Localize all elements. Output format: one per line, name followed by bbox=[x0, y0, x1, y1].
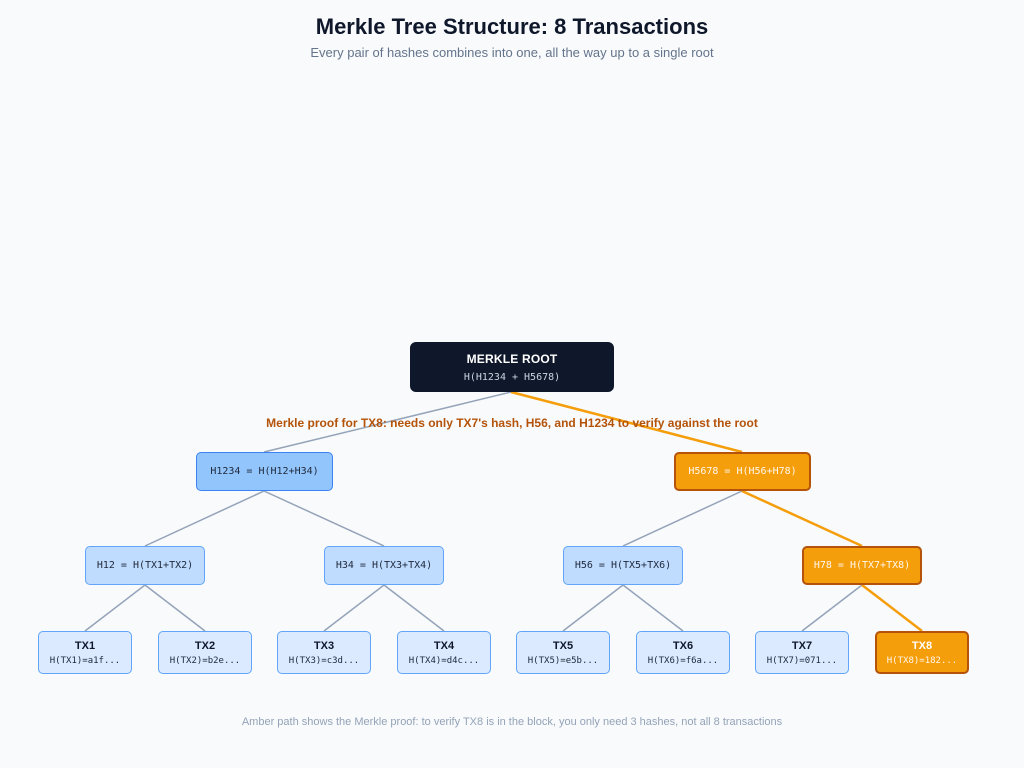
node-formula: H5678 = H(H56+H78) bbox=[688, 466, 797, 477]
edge-root-h1234 bbox=[263, 391, 512, 453]
root-label: MERKLE ROOT bbox=[466, 351, 558, 366]
root-formula: H(H1234 + H5678) bbox=[463, 371, 561, 383]
edge-h78-tx8 bbox=[861, 584, 923, 632]
node-formula: H34 = H(TX3+TX4) bbox=[335, 560, 433, 571]
node-h56: H56 = H(TX5+TX6) bbox=[563, 546, 683, 585]
leaf-hash: H(TX4)=d4c... bbox=[408, 655, 480, 666]
leaf-label: TX4 bbox=[433, 639, 455, 652]
leaf-hash: H(TX5)=e5b... bbox=[527, 655, 599, 666]
node-h5678: H5678 = H(H56+H78) bbox=[674, 452, 811, 491]
leaf-hash: H(TX2)=b2e... bbox=[169, 655, 241, 666]
leaf-label: TX1 bbox=[74, 639, 96, 652]
leaf-label: TX5 bbox=[552, 639, 574, 652]
leaf-hash: H(TX1)=a1f... bbox=[49, 655, 121, 666]
merkle-root-node: MERKLE ROOT H(H1234 + H5678) bbox=[410, 342, 614, 392]
node-formula: H56 = H(TX5+TX6) bbox=[574, 560, 672, 571]
edge-h1234-h12 bbox=[144, 490, 265, 547]
merkle-proof-note: Merkle proof for TX8: needs only TX7's h… bbox=[266, 416, 758, 430]
node-formula: H78 = H(TX7+TX8) bbox=[813, 560, 911, 571]
leaf-hash: H(TX3)=c3d... bbox=[288, 655, 360, 666]
leaf-label: TX8 bbox=[911, 639, 933, 652]
edge-h1234-h34 bbox=[263, 490, 385, 547]
leaf-tx5: TX5 H(TX5)=e5b... bbox=[516, 631, 610, 674]
leaf-hash: H(TX8)=182... bbox=[886, 655, 958, 666]
edge-h56-tx6 bbox=[622, 584, 684, 632]
edge-h5678-h78 bbox=[741, 489, 863, 548]
leaf-label: TX6 bbox=[672, 639, 694, 652]
leaf-label: TX2 bbox=[194, 639, 216, 652]
edge-h12-tx1 bbox=[84, 584, 146, 632]
node-h78: H78 = H(TX7+TX8) bbox=[802, 546, 922, 585]
edge-h12-tx2 bbox=[144, 584, 206, 632]
node-h34: H34 = H(TX3+TX4) bbox=[324, 546, 444, 585]
leaf-tx8: TX8 H(TX8)=182... bbox=[875, 631, 969, 674]
leaf-tx2: TX2 H(TX2)=b2e... bbox=[158, 631, 252, 674]
edge-h78-tx7 bbox=[801, 584, 863, 632]
leaf-tx4: TX4 H(TX4)=d4c... bbox=[397, 631, 491, 674]
leaf-tx3: TX3 H(TX3)=c3d... bbox=[277, 631, 371, 674]
diagram-subtitle: Every pair of hashes combines into one, … bbox=[310, 45, 714, 60]
leaf-tx6: TX6 H(TX6)=f6a... bbox=[636, 631, 730, 674]
leaf-hash: H(TX7)=071... bbox=[766, 655, 838, 666]
leaf-tx1: TX1 H(TX1)=a1f... bbox=[38, 631, 132, 674]
diagram-title: Merkle Tree Structure: 8 Transactions bbox=[315, 14, 709, 39]
leaf-hash: H(TX6)=f6a... bbox=[647, 655, 719, 666]
edge-h34-tx4 bbox=[383, 584, 445, 632]
leaf-label: TX3 bbox=[313, 639, 335, 652]
node-formula: H12 = H(TX1+TX2) bbox=[96, 560, 194, 571]
edge-h56-tx5 bbox=[562, 584, 624, 632]
node-formula: H1234 = H(H12+H34) bbox=[210, 466, 319, 477]
node-h1234: H1234 = H(H12+H34) bbox=[196, 452, 333, 491]
edge-h5678-h56 bbox=[622, 490, 743, 547]
edge-root-h5678 bbox=[510, 390, 743, 454]
leaf-tx7: TX7 H(TX7)=071... bbox=[755, 631, 849, 674]
edge-h34-tx3 bbox=[323, 584, 385, 632]
leaf-label: TX7 bbox=[791, 639, 813, 652]
diagram-footnote: Amber path shows the Merkle proof: to ve… bbox=[241, 716, 783, 728]
node-h12: H12 = H(TX1+TX2) bbox=[85, 546, 205, 585]
